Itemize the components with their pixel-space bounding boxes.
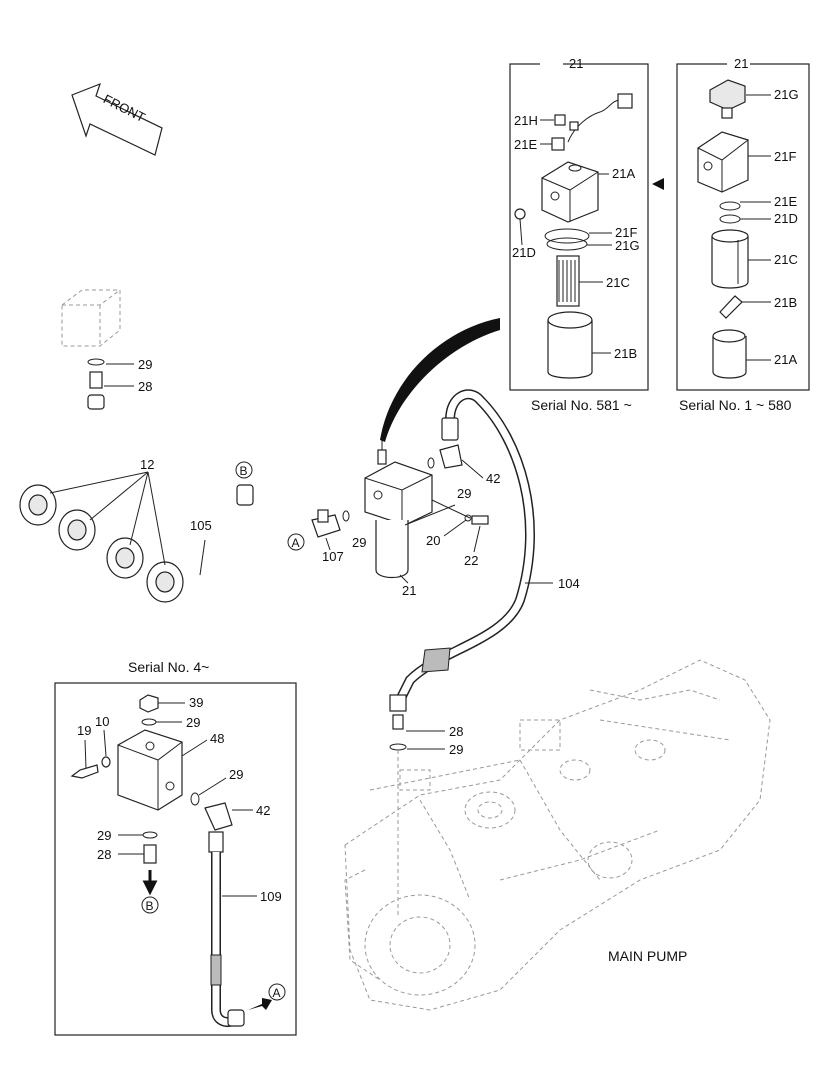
label-29-center-a: 29 [352,535,366,550]
label-21F-box580: 21F [774,149,796,164]
label-28-left: 28 [138,379,152,394]
label-28-box: 28 [97,847,111,862]
label-21G-box580: 21G [774,87,799,102]
label-21C-box581: 21C [606,275,630,290]
circle-b-box-letter: B [146,899,154,913]
label-21A-box580: 21A [774,352,797,367]
label-104: 104 [558,576,580,591]
pointer-arrow [652,178,664,190]
circle-a-center-letter: A [292,536,300,550]
label-21F-box581: 21F [615,225,637,240]
circle-a-box-letter: A [273,986,281,1000]
serial-581-box [509,62,649,391]
grommet-3 [106,537,144,579]
label-19: 19 [77,723,91,738]
label-22: 22 [464,553,478,568]
label-29-box-lower: 29 [97,828,111,843]
label-21-box581: 21 [569,56,583,71]
dashed-block [61,289,121,347]
center-filter-assembly [311,318,500,579]
label-21-box580: 21 [734,56,748,71]
circle-b-top-letter: B [240,464,248,478]
grommet-1 [19,484,57,526]
label-29-mid: 29 [449,742,463,757]
label-21H: 21H [514,113,538,128]
label-21D-box580: 21D [774,211,798,226]
label-42-box: 42 [256,803,270,818]
serial-4-caption: Serial No. 4~ [128,659,209,675]
label-21E-box580: 21E [774,194,797,209]
circle-a-center: A [287,533,305,551]
hose-104 [389,389,535,915]
left-tube-assembly [14,289,254,603]
label-12: 12 [140,457,154,472]
serial-4-box [54,682,297,1036]
grommet-4 [146,561,184,603]
circle-b-box: B [141,896,159,914]
grommet-2 [58,509,96,551]
serial-1-580-box [676,62,810,391]
label-21B-box581: 21B [614,346,637,361]
label-48: 48 [210,731,224,746]
label-21C-box580: 21C [774,252,798,267]
circle-a-box: A [268,983,286,1001]
label-29-left: 29 [138,357,152,372]
label-20: 20 [426,533,440,548]
serial-1-580-caption: Serial No. 1 ~ 580 [679,397,792,413]
label-105: 105 [190,518,212,533]
label-10: 10 [95,714,109,729]
label-21G-box581: 21G [615,238,640,253]
label-29-box-right: 29 [229,767,243,782]
circle-b-top: B [235,461,253,479]
label-29-box-top: 29 [186,715,200,730]
label-29-center-b: 29 [457,486,471,501]
label-21-center: 21 [402,583,416,598]
label-21B-box580: 21B [774,295,797,310]
label-42-center: 42 [486,471,500,486]
label-39: 39 [189,695,203,710]
serial-581-caption: Serial No. 581 ~ [531,397,632,413]
main-pump-label: MAIN PUMP [608,948,687,964]
front-arrow: FRONT [71,82,163,156]
label-21D-box581: 21D [512,245,536,260]
label-21E-box581: 21E [514,137,537,152]
label-28-mid: 28 [449,724,463,739]
label-21A-box581: 21A [612,166,635,181]
label-107: 107 [322,549,344,564]
main-pump-outline [344,659,771,1011]
label-109: 109 [260,889,282,904]
